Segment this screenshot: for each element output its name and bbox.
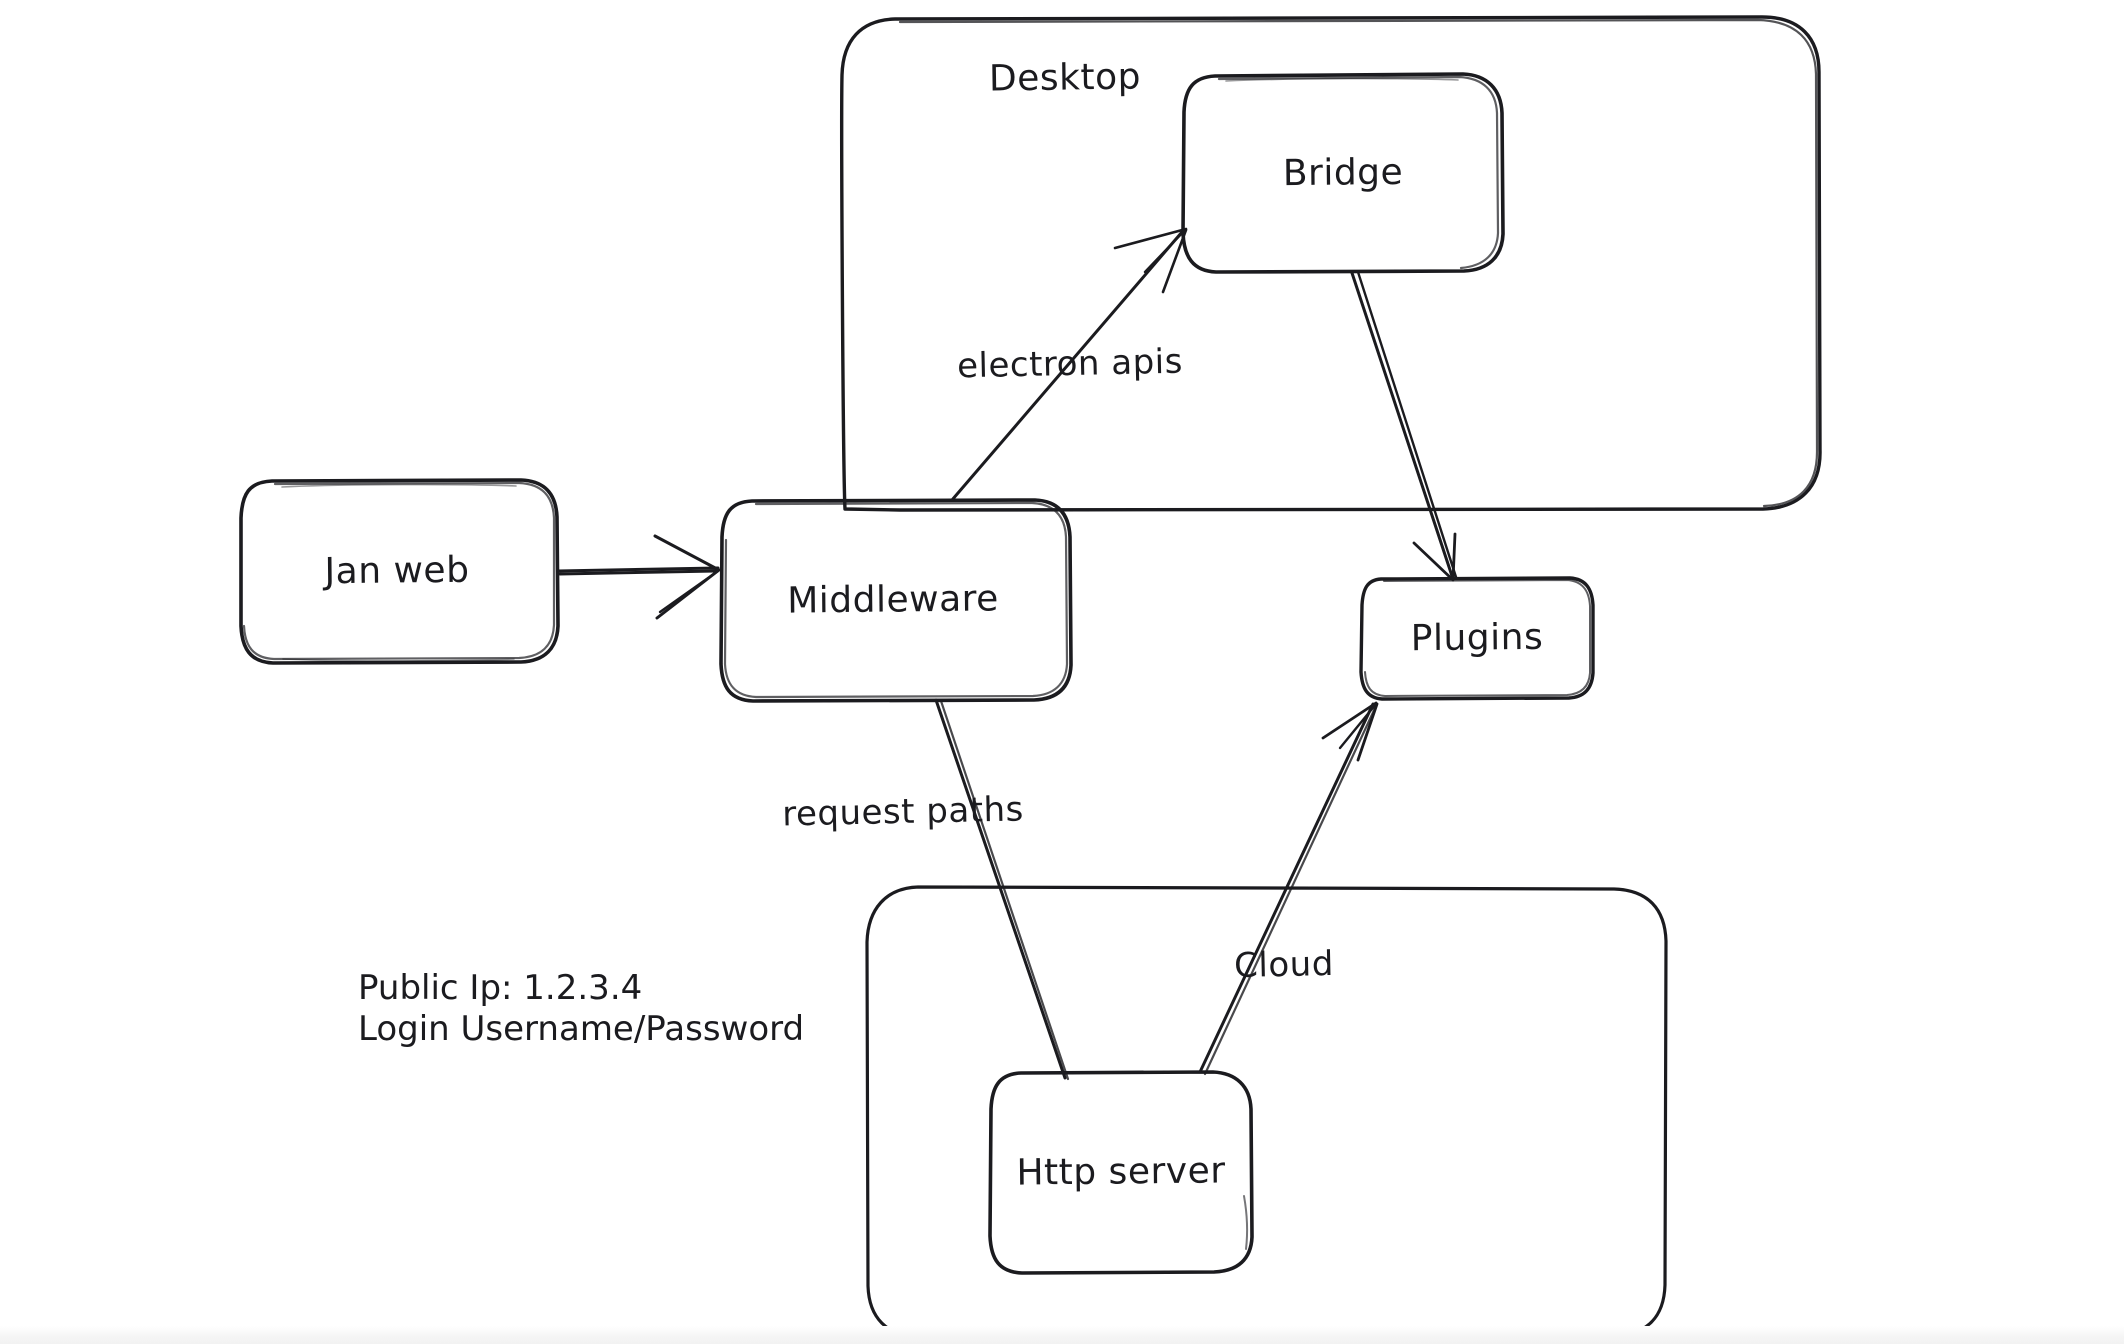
edge-label-electron-apis: electron apis — [956, 341, 1184, 387]
edge-middleware-to-bridge[interactable] — [950, 227, 1188, 502]
note-line-login: Login Username/Password — [358, 1009, 805, 1050]
bottom-edge-band — [0, 1326, 2124, 1344]
edge-httpserver-to-plugins[interactable] — [1198, 701, 1379, 1076]
edge-label-request-paths: request paths — [781, 789, 1025, 835]
node-label-jan-web: Jan web — [324, 549, 470, 593]
node-label-middleware: Middleware — [787, 578, 999, 622]
node-bridge[interactable] — [1181, 72, 1505, 274]
note-line-public-ip: Public Ip: 1.2.3.4 — [358, 968, 643, 1008]
edge-label-cloud: Cloud — [1233, 943, 1335, 987]
group-label-desktop: Desktop — [988, 56, 1142, 100]
connection-note: Public Ip: 1.2.3.4 Login Username/Passwo… — [358, 968, 804, 1051]
node-label-http-server: Http server — [1016, 1150, 1226, 1194]
node-http-server[interactable] — [988, 1070, 1254, 1275]
edge-bridge-to-plugins[interactable] — [1350, 270, 1458, 582]
node-label-bridge: Bridge — [1282, 151, 1404, 195]
node-jan-web[interactable] — [239, 478, 560, 665]
edge-janweb-to-middleware[interactable] — [556, 534, 721, 620]
group-desktop[interactable] — [840, 15, 1822, 512]
node-plugins[interactable] — [1359, 576, 1595, 701]
node-label-plugins: Plugins — [1410, 616, 1544, 660]
edge-middleware-to-httpserver[interactable] — [934, 698, 1070, 1081]
node-middleware[interactable] — [719, 498, 1073, 703]
